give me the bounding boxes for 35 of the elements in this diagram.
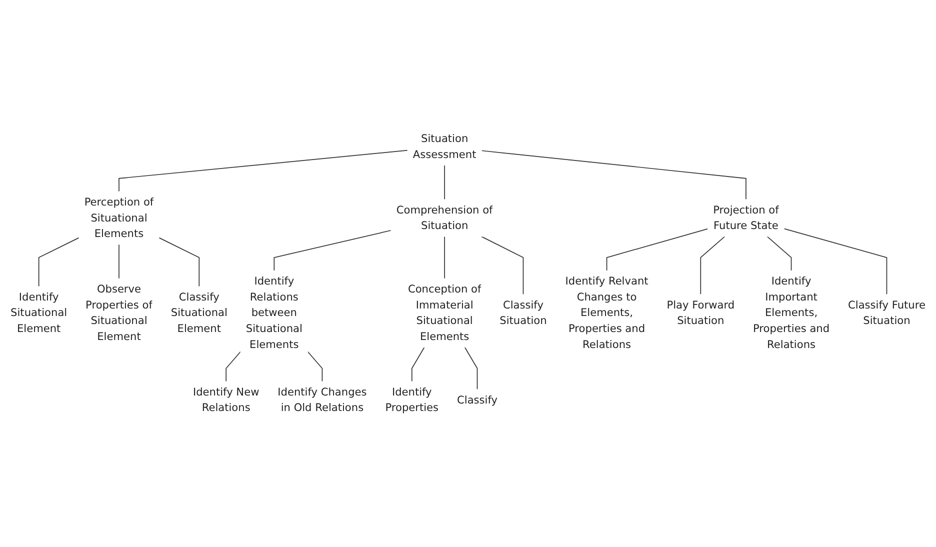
node-text: Classify Situational Element xyxy=(170,290,228,335)
node-text: Perception of Situational Elements xyxy=(84,196,154,240)
connector xyxy=(480,236,524,296)
connector xyxy=(444,164,445,200)
node-text: Identify Relvant Changes to Elements, Properties and Relations xyxy=(565,274,648,351)
connector xyxy=(700,236,726,296)
node-text: Identify Important Elements, Properties and Relations xyxy=(753,274,830,351)
connector xyxy=(606,228,708,272)
connector xyxy=(411,346,425,382)
node-text: Identify Relations between Situational Elements xyxy=(246,274,302,351)
connector xyxy=(784,228,888,296)
node-text: Identify Changes in Old Relations xyxy=(278,386,367,414)
connector xyxy=(118,244,120,280)
node-text: Classify Situation xyxy=(500,298,547,327)
connector xyxy=(307,351,323,382)
node-text: Situation Assessment xyxy=(412,132,476,161)
node-text: Comprehension of Situation xyxy=(396,204,493,232)
node-text: Identify Properties xyxy=(385,386,439,414)
node-text: Conception of Immaterial Situational Elements xyxy=(408,282,482,343)
node-text: Observe Properties of Situational Element xyxy=(86,282,152,343)
connector xyxy=(481,150,746,200)
connector xyxy=(38,237,80,288)
node-text: Projection of Future State xyxy=(713,204,779,232)
node-text: Classify Future Situation xyxy=(848,298,926,327)
connector xyxy=(464,346,478,390)
connector xyxy=(118,150,408,192)
node-text: Identify New Relations xyxy=(192,386,260,414)
connector xyxy=(766,236,792,272)
connector xyxy=(226,351,242,382)
connector xyxy=(274,230,392,272)
node-text: Classify xyxy=(457,394,498,406)
node-text: Play Forward Situation xyxy=(666,298,735,327)
node-text: Identify Situational Element xyxy=(10,290,68,335)
connector xyxy=(444,236,445,280)
connector xyxy=(158,237,200,288)
